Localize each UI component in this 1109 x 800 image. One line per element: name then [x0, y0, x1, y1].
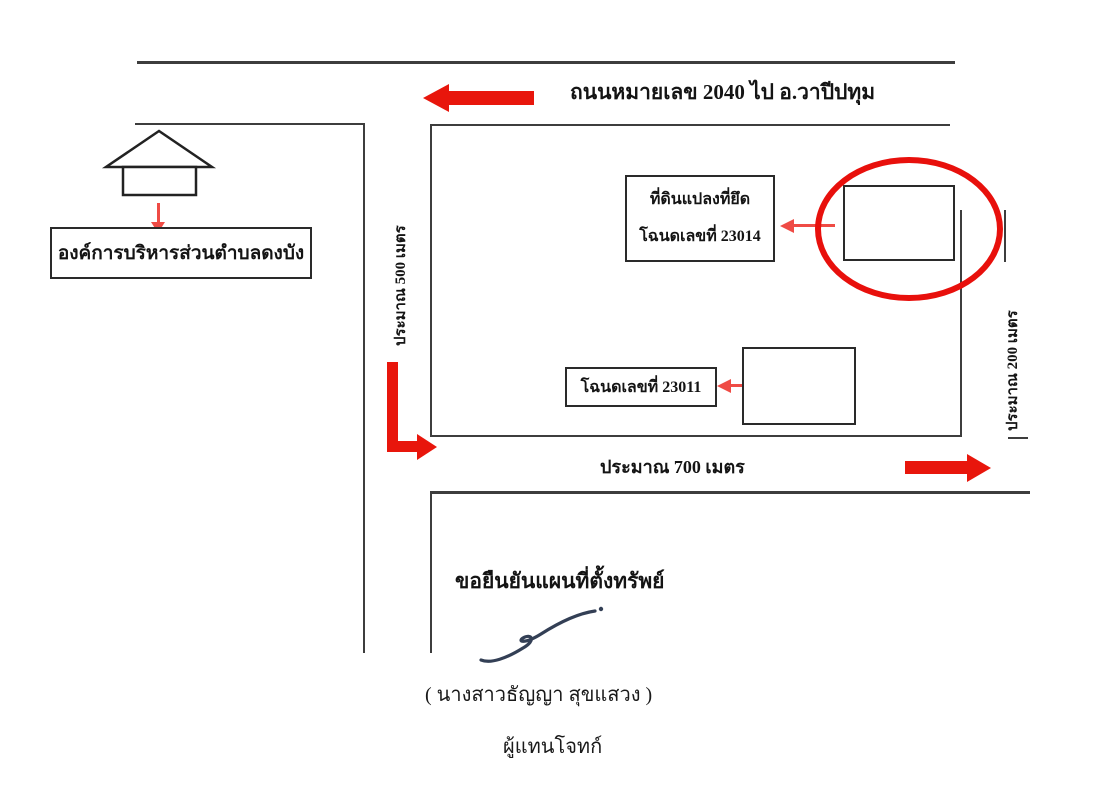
lower-block-top-edge [430, 491, 1030, 494]
seized-plot-label-line1: ที่ดินแปลงที่ยึด [649, 191, 751, 208]
lower-block-left-edge [430, 491, 432, 653]
signature-scribble [479, 606, 604, 663]
bottom-road-distance-label: ประมาณ 700 เมตร [600, 457, 745, 477]
main-block-top-edge [430, 124, 950, 126]
other-plot-label-box: โฉนดเลขที่ 23011 [565, 367, 717, 407]
right-road-east-edge [1004, 210, 1006, 262]
main-block-bottom-edge [430, 435, 962, 437]
top-road-north-edge [137, 61, 955, 64]
top-road-south-edge-west [135, 123, 365, 125]
signer-name: ( นางสาวธัญญา สุขแสวง ) [425, 684, 653, 706]
house-icon [101, 129, 217, 197]
main-block-left-edge [430, 124, 432, 437]
other-plot-label: โฉนดเลขที่ 23011 [580, 378, 702, 396]
left-road-west-edge [363, 123, 365, 653]
main-block-right-edge [960, 210, 962, 437]
red-circle-icon [815, 157, 1003, 301]
right-road-bottom-dash [1008, 437, 1028, 439]
organization-label: องค์การบริหารส่วนตำบลดงบัง [57, 243, 305, 264]
seized-plot-label-box: ที่ดินแปลงที่ยึด โฉนดเลขที่ 23014 [625, 175, 775, 262]
signer-role: ผู้แทนโจทก์ [503, 736, 603, 758]
seized-plot-label-line2: โฉนดเลขที่ 23014 [639, 228, 761, 245]
right-road-distance-label: ประมาณ 200 เมตร [1005, 310, 1021, 431]
other-plot-rect [742, 347, 856, 425]
organization-box: องค์การบริหารส่วนตำบลดงบัง [50, 227, 312, 279]
top-road-label: ถนนหมายเลข 2040 ไป อ.วาปีปทุม [570, 80, 876, 104]
left-road-distance-label: ประมาณ 500 เมตร [393, 225, 409, 346]
confirmation-text: ขอยืนยันแผนที่ตั้งทรัพย์ [455, 569, 665, 593]
